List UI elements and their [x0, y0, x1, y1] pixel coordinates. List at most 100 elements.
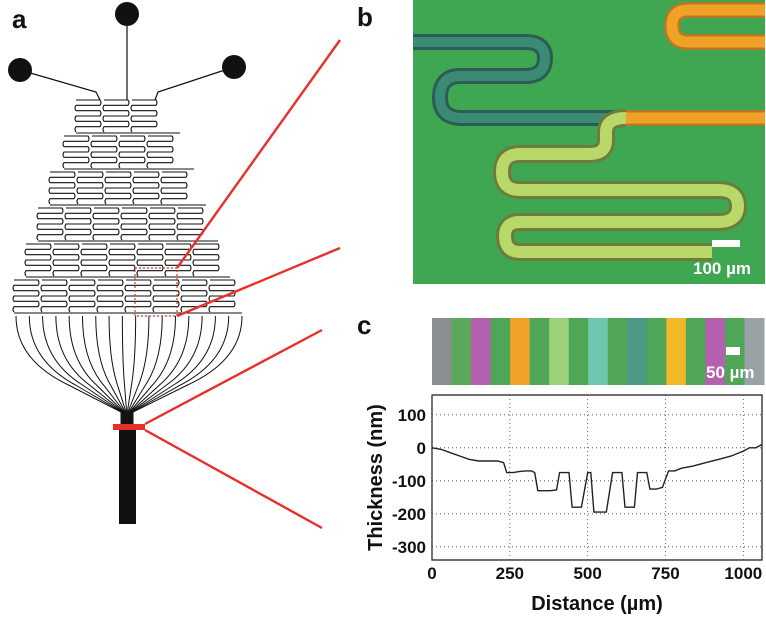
serpentine-segment — [80, 243, 108, 277]
serpentine-segment — [96, 279, 124, 313]
serpentine-segment — [152, 279, 180, 313]
serpentine-segment — [76, 171, 104, 205]
serpentine-segment — [146, 135, 174, 169]
serpentine-segment — [108, 243, 136, 277]
fan-lead — [81, 315, 126, 424]
scale-label-b: 100 µm — [693, 259, 751, 278]
y-tick-label: 0 — [417, 439, 426, 458]
serpentine-segment — [120, 207, 148, 241]
serpentine-segment — [102, 99, 130, 133]
fan-lead — [126, 315, 137, 424]
film-stripe — [588, 318, 609, 385]
fan-lead — [28, 315, 123, 424]
callout-line-c-top — [144, 328, 323, 426]
serpentine-segment — [160, 171, 188, 205]
serpentine-segment — [62, 135, 90, 169]
callout-line-b-bottom — [176, 246, 341, 318]
serpentine-segment — [48, 171, 76, 205]
serpentine-segment — [64, 207, 92, 241]
scale-label-c: 50 µm — [706, 363, 755, 382]
film-stripe — [568, 318, 589, 385]
y-tick-label: -200 — [392, 505, 426, 524]
fan-lead — [128, 315, 177, 424]
electrode-pad-center — [115, 2, 139, 26]
film-stripe — [646, 318, 667, 385]
panel-b: b 100 µm — [357, 0, 765, 284]
lead-bundle-stem — [119, 430, 136, 524]
y-tick-label: -300 — [392, 538, 426, 557]
serpentine-segment — [192, 243, 220, 277]
scale-bar-c — [726, 347, 740, 355]
film-stripe — [744, 318, 765, 385]
serpentine-segment — [74, 99, 102, 133]
scale-bar-b — [712, 240, 740, 247]
fan-lead — [131, 315, 216, 424]
serpentine-segment — [52, 243, 80, 277]
fan-lead — [127, 315, 150, 424]
film-stripe — [471, 318, 492, 385]
stripe-micrograph — [432, 318, 765, 385]
serpentine-segment — [36, 207, 64, 241]
film-stripe — [432, 318, 453, 385]
panel-c-label: c — [357, 310, 371, 340]
serpentine-segment — [24, 243, 52, 277]
fan-lead — [108, 315, 127, 424]
x-tick-label: 250 — [496, 564, 524, 583]
serpentine-segment — [40, 279, 68, 313]
film-stripe — [705, 318, 726, 385]
serpentine-segment — [68, 279, 96, 313]
serpentine-pyramid — [12, 99, 242, 314]
fan-lead — [121, 315, 128, 424]
zoom-region-box — [134, 267, 178, 317]
callout-line-b-top — [176, 39, 341, 269]
serpentine-segment — [180, 279, 208, 313]
panel-b-label: b — [357, 2, 373, 32]
film-stripe — [529, 318, 550, 385]
serpentine-segment — [148, 207, 176, 241]
film-stripe — [510, 318, 531, 385]
serpentine-segment — [130, 99, 158, 133]
chart-grid — [431, 395, 762, 560]
callout-lines — [144, 39, 341, 530]
thickness-profile-line — [431, 443, 763, 513]
fan-lead — [68, 315, 125, 424]
film-stripe — [490, 318, 511, 385]
serpentine-segment — [124, 279, 152, 313]
film-stripe — [685, 318, 706, 385]
film-stripe — [607, 318, 628, 385]
fan-lead — [129, 315, 190, 424]
y-tick-label: -100 — [392, 472, 426, 491]
serpentine-segment — [118, 135, 146, 169]
fan-lead — [132, 315, 243, 424]
fan-lead — [55, 315, 124, 424]
serpentine-segment — [208, 279, 236, 313]
callout-line-c-bottom — [144, 428, 323, 530]
serpentine-segment — [104, 171, 132, 205]
plot-frame — [431, 394, 763, 561]
fan-in-leads — [15, 315, 243, 424]
fan-lead — [42, 315, 123, 424]
film-stripe — [451, 318, 472, 385]
serpentine-segment — [12, 279, 40, 313]
pad-leads — [19, 26, 235, 101]
fan-lead — [95, 315, 126, 424]
serpentine-segment — [136, 243, 164, 277]
x-axis-label: Distance (µm) — [531, 593, 663, 615]
serpentine-segment — [164, 243, 192, 277]
film-stripe — [627, 318, 648, 385]
panel-a: a — [8, 2, 246, 524]
cut-marker — [113, 424, 145, 430]
fan-lead — [128, 315, 163, 424]
x-tick-label: 0 — [427, 564, 436, 583]
y-axis-label: Thickness (nm) — [365, 404, 387, 551]
serpentine-segment — [132, 171, 160, 205]
fan-lead — [130, 315, 203, 424]
serpentine-segment — [90, 135, 118, 169]
x-tick-label: 1000 — [724, 564, 762, 583]
y-tick-label: 100 — [398, 406, 426, 425]
x-tick-label: 750 — [651, 564, 679, 583]
